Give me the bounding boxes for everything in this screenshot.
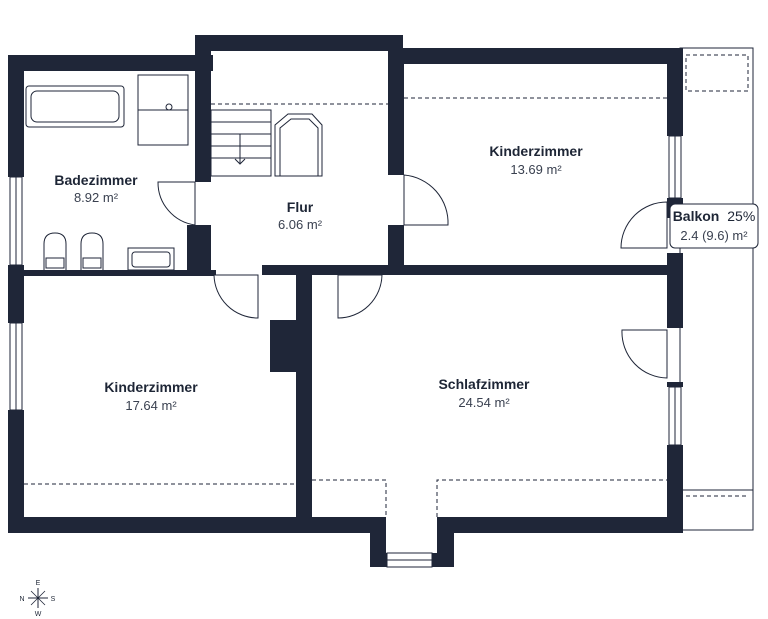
windows [9,135,682,568]
room-name-schlafzimmer: Schlafzimmer [438,376,530,392]
roof-slope-lines [24,97,667,517]
room-name-kinderzimmer-top: Kinderzimmer [489,143,583,159]
room-flur: Flur 6.06 m² [278,199,323,232]
room-name-kinderzimmer-bottom: Kinderzimmer [104,379,198,395]
compass-south: S [51,596,56,603]
room-name-badezimmer: Badezimmer [54,172,138,188]
doors [157,174,668,379]
room-name-balkon: Balkon [673,208,720,224]
svg-text:Balkon 25%: Balkon 25% [673,208,756,224]
room-name-flur: Flur [287,199,314,215]
room-area-kinderzimmer-bottom: 17.64 m² [125,398,177,413]
room-share-balkon: 25% [727,208,755,224]
room-kinderzimmer-bottom: Kinderzimmer 17.64 m² [104,379,198,413]
compass-west: W [35,611,42,618]
compass-icon: E N S W [19,580,55,618]
room-balkon: Balkon 25% 2.4 (9.6) m² [669,203,759,249]
bathroom-fixtures [25,74,189,271]
room-area-badezimmer: 8.92 m² [74,190,119,205]
compass-north: N [19,596,24,603]
room-schlafzimmer: Schlafzimmer 24.54 m² [438,376,530,410]
room-area-schlafzimmer: 24.54 m² [458,395,510,410]
room-badezimmer: Badezimmer 8.92 m² [54,172,138,205]
room-area-kinderzimmer-top: 13.69 m² [510,162,562,177]
room-kinderzimmer-top: Kinderzimmer 13.69 m² [489,143,583,177]
room-area-balkon: 2.4 (9.6) m² [680,228,748,243]
compass-east: E [36,580,41,587]
room-area-flur: 6.06 m² [278,217,323,232]
staircase [210,109,323,177]
balcony-outline [679,47,754,531]
walls [8,35,683,567]
